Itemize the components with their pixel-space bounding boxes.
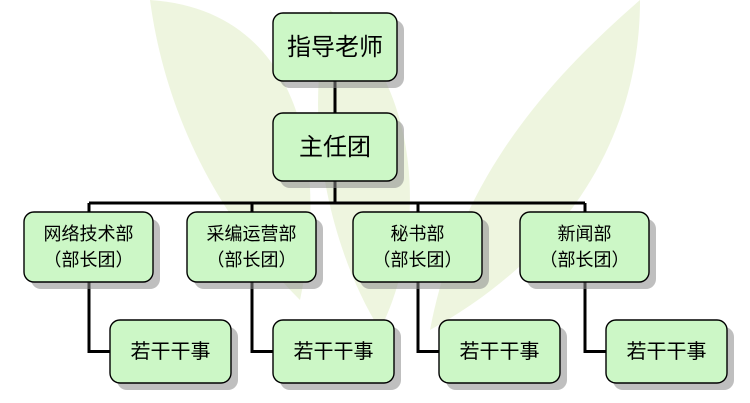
node-staff-3-label-1: 若干干事 <box>460 339 540 363</box>
node-staff-4-box <box>605 319 728 384</box>
node-staff-2-label-1: 若干干事 <box>294 339 374 363</box>
node-advisor-label-1: 指导老师 <box>287 33 383 61</box>
node-department-2-box <box>186 211 317 283</box>
node-department-3-label-1: 秘书部 <box>391 224 445 245</box>
node-advisor: 指导老师 <box>272 12 404 88</box>
node-staff-3-box <box>438 319 561 384</box>
node-staff-3: 若干干事 <box>438 319 567 390</box>
node-department-2: 采编运营部 （部长团） <box>186 211 323 289</box>
node-staff-1-label-1: 若干干事 <box>131 339 211 363</box>
connector-dept-to-staff-1 <box>87 282 110 353</box>
node-staff-1-box <box>109 319 232 384</box>
connector-dept-to-staff-2 <box>250 282 273 353</box>
node-department-4-label-1: 新闻部 <box>558 224 612 245</box>
node-department-2-label-2: （部长团） <box>207 250 297 271</box>
node-staff-4: 若干干事 <box>605 319 734 390</box>
node-department-4-box <box>519 211 650 283</box>
node-staff-1: 若干干事 <box>109 319 238 390</box>
node-department-3-box <box>352 211 483 283</box>
node-department-1-box <box>23 211 154 283</box>
connector-dept-to-staff-3 <box>416 282 439 353</box>
node-department-1: 网络技术部 （部长团） <box>23 211 160 289</box>
node-staff-4-label-1: 若干干事 <box>627 339 707 363</box>
node-staff-2-box <box>272 319 395 384</box>
node-staff-2: 若干干事 <box>272 319 401 390</box>
node-advisor-box <box>272 12 398 82</box>
node-department-3-label-2: （部长团） <box>373 250 463 271</box>
connector-dept-to-staff-4 <box>583 282 606 353</box>
node-director-label-1: 主任团 <box>299 133 371 161</box>
node-department-3: 秘书部 （部长团） <box>352 211 489 289</box>
node-director: 主任团 <box>272 112 404 188</box>
node-department-1-label-1: 网络技术部 <box>44 224 134 245</box>
node-department-2-label-1: 采编运营部 <box>207 224 297 245</box>
node-director-box <box>272 112 398 182</box>
node-department-4: 新闻部 （部长团） <box>519 211 656 289</box>
node-department-4-label-2: （部长团） <box>540 250 630 271</box>
node-department-1-label-2: （部长团） <box>44 250 134 271</box>
connector-lines <box>87 81 606 353</box>
